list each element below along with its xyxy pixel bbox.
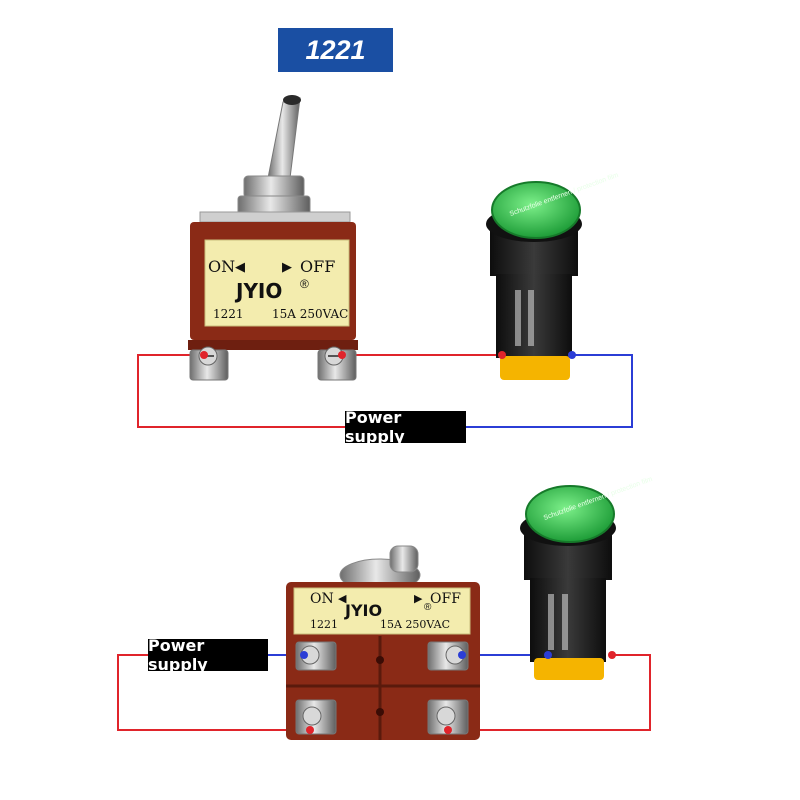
top-registered-mark: ®: [300, 277, 309, 291]
top-terminal-left: [189, 346, 229, 381]
bottom-terminal-bottom-left: [295, 699, 337, 735]
top-model: 1221: [213, 307, 244, 321]
top-on-label: ON: [208, 257, 235, 276]
bottom-off-arrow: ▶: [414, 593, 423, 605]
bottom-off-label: OFF: [430, 591, 461, 607]
bottom-red-dot-lamp: [608, 651, 616, 659]
bottom-registered-mark: ®: [424, 602, 432, 613]
top-toggle-lever: [199, 95, 351, 223]
top-red-dot-lamp: [498, 351, 506, 359]
bottom-red-wire-right: [448, 654, 651, 731]
bottom-on-arrow: ◀: [338, 593, 347, 605]
bottom-rating: 15A 250VAC: [380, 618, 450, 631]
bottom-blue-dot-lamp: [544, 651, 552, 659]
bottom-indicator-lamp: Schutzfolie entfernen / protection film: [520, 476, 654, 680]
top-blue-wire: [466, 354, 633, 428]
bottom-red-dot-left: [306, 726, 314, 734]
top-off-label: OFF: [300, 257, 335, 276]
top-on-arrow: ◀: [235, 259, 245, 274]
top-switch-body: [188, 222, 358, 350]
top-off-arrow: ▶: [282, 259, 292, 274]
top-rating: 15A 250VAC: [272, 307, 348, 321]
top-wires: [137, 354, 633, 428]
top-red-dot-right: [338, 351, 346, 359]
bottom-red-wire-left: [117, 654, 310, 731]
top-terminal-right: [317, 346, 357, 381]
bottom-terminal-top-right: [427, 641, 469, 671]
top-brand: JYIO: [234, 279, 282, 303]
bottom-brand: JYIO: [344, 601, 382, 620]
bottom-power-supply-label: Power supply: [148, 636, 268, 674]
bottom-terminal-bottom-right: [427, 699, 469, 735]
bottom-model: 1221: [310, 618, 338, 631]
bottom-on-label: ON: [310, 591, 334, 607]
top-indicator-lamp: Schutzfolie entfernen / protection film: [486, 172, 620, 380]
bottom-terminal-top-left: [295, 641, 337, 671]
top-power-supply-label: Power supply: [345, 408, 466, 446]
bottom-blue-dot-right: [458, 651, 466, 659]
top-red-wire-left: [137, 354, 345, 428]
title-badge: 1221: [278, 28, 393, 72]
bottom-blue-dot-left: [300, 651, 308, 659]
top-blue-dot-lamp: [568, 351, 576, 359]
top-red-dot-left: [200, 351, 208, 359]
bottom-red-dot-right: [444, 726, 452, 734]
